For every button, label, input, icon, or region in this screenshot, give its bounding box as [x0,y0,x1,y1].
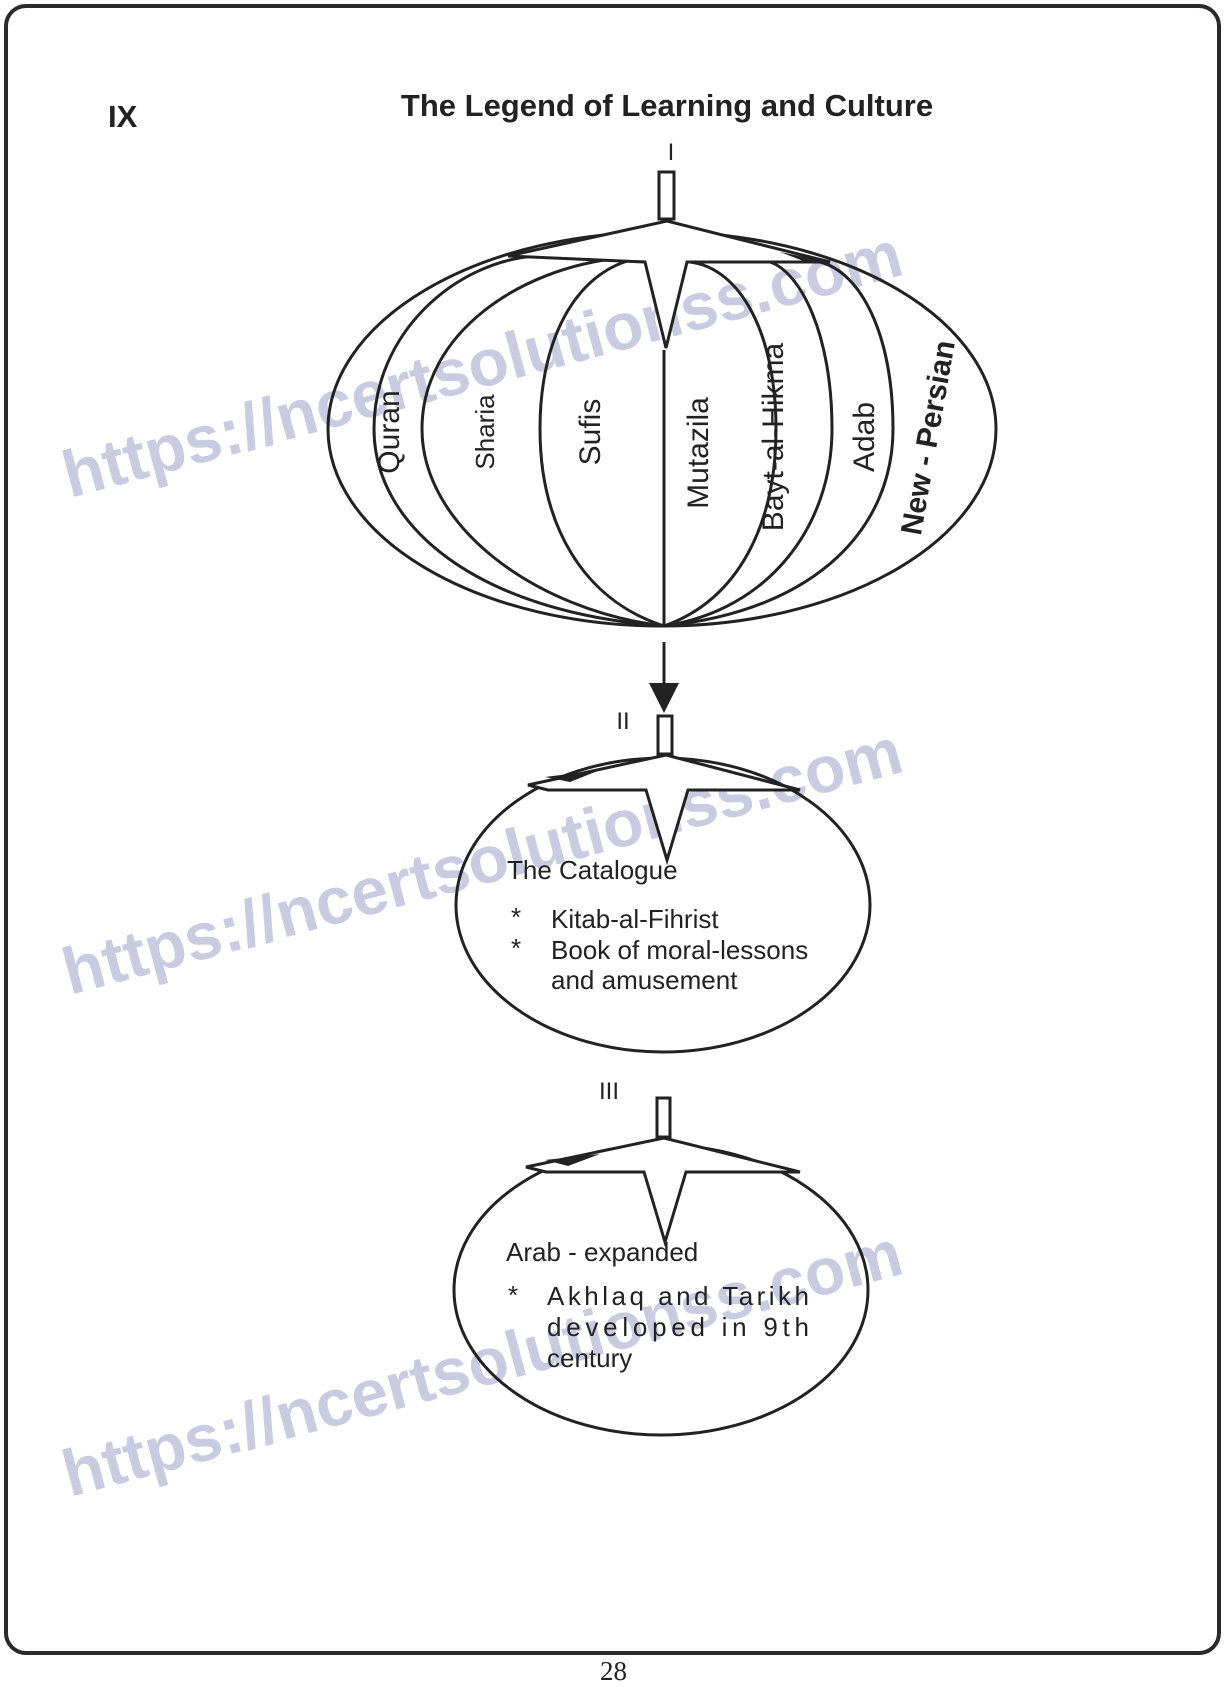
page-number: 28 [600,1656,627,1686]
lantern-one-cap [507,219,831,349]
segment-sharia: Sharia [470,394,500,470]
catalogue-heading: The Catalogue [507,855,678,885]
catalogue-bullet-1: Kitab-al-Fihrist [551,904,719,934]
lantern-one-rib-6 [663,260,895,628]
segment-bayt-al-hikma: Bayt-al-Hikma [757,343,790,532]
segment-new-persian: New - Persian [895,338,962,537]
arab-bullet-line-3: century [547,1343,632,1373]
arab-bullet-line-1: Akhlaq and Tarikh [547,1281,809,1311]
lantern-one-rib-3 [538,256,665,628]
lantern-two: II The Catalogue * Kitab-al-Fihrist * Bo… [454,708,872,1054]
lantern-two-hook [656,714,674,756]
lantern-one-rib-1 [372,254,665,628]
lantern-one-rib-2 [420,256,665,628]
catalogue-bullet-1-symbol: * [511,902,521,932]
lantern-two-cap-shade [545,770,600,782]
segment-adab: Adab [848,402,881,472]
lantern-one-hook [657,170,676,221]
arab-expanded-heading: Arab - expanded [506,1237,698,1267]
lantern-one: I Quran Sharia Sufis Mutazila Bayt-al-Hi… [326,139,998,628]
marker-three: III [599,1078,619,1105]
catalogue-bullet-2-line-2: and amusement [551,965,738,995]
marker-two: II [616,708,629,735]
catalogue-bullet-2-line-1: Book of moral-lessons [551,935,808,965]
page-border [4,4,1221,1655]
lantern-two-cap [527,753,801,866]
lantern-three: III Arab - expanded * Akhlaq and Tarikh … [452,1078,870,1437]
lantern-one-rib-5 [663,260,834,628]
catalogue-bullet-2-symbol: * [511,933,521,963]
segment-mutazila: Mutazila [682,397,715,509]
lantern-three-hook [655,1096,672,1139]
lantern-one-rib-4 [663,260,778,628]
diagram-title: The Legend of Learning and Culture [401,88,933,123]
lantern-one-cap-shade [780,252,830,262]
segment-quran: Quran [373,390,406,473]
lantern-three-cap [525,1136,801,1248]
marker-one: I [668,139,675,166]
section-label: IX [108,99,138,134]
lantern-three-cap-shade [545,1154,600,1166]
segment-sufis: Sufis [574,399,607,466]
arab-bullet-symbol: * [508,1280,518,1310]
arab-bullet-line-2: developed in 9th [547,1312,809,1342]
